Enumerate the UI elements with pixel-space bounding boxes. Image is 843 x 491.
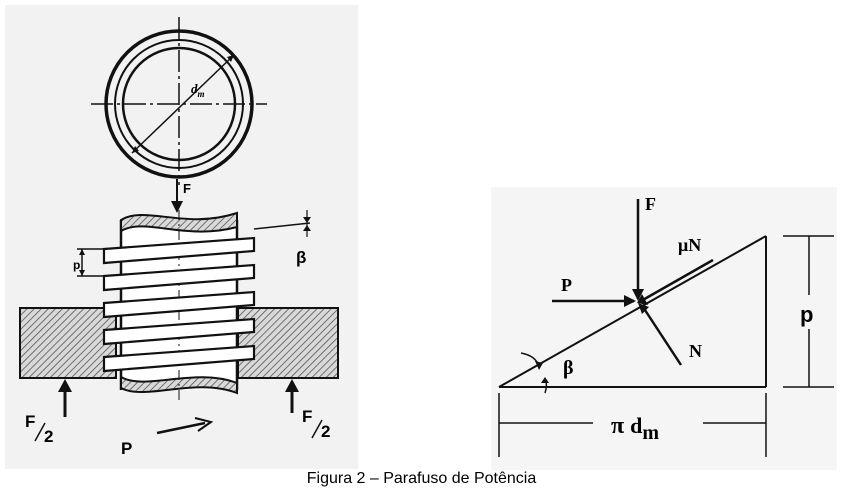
push-force-label: P [121, 439, 132, 458]
dm-label: dm [191, 81, 205, 99]
left-half-force-label: F 2 [25, 412, 53, 446]
force-f-label: F [183, 181, 191, 196]
force-f-arrow [632, 199, 644, 301]
right-half-force-den: 2 [321, 422, 330, 441]
right-half-force-label: F 2 [302, 407, 330, 441]
axial-force-arrow [171, 179, 183, 213]
pitch-dimension [77, 248, 104, 277]
screw-diagram-panel: dm F [5, 5, 358, 469]
incline-f-label: F [645, 194, 656, 214]
incline-p-label: P [561, 275, 572, 295]
screw-diagram: dm F [19, 17, 339, 458]
angle-beta-marker [520, 352, 549, 394]
base-dimension [498, 393, 767, 457]
screw-threads [102, 236, 256, 373]
mu-n-label: μN [678, 235, 701, 255]
right-half-force-num: F [302, 407, 312, 426]
incline-diagram-panel: F μN P N β p [491, 187, 837, 470]
n-label: N [689, 341, 702, 361]
figure-caption: Figura 2 – Parafuso de Potência [306, 470, 537, 487]
force-mu-n-arrow [637, 258, 714, 305]
beta-label: β [296, 248, 306, 267]
force-n-arrow [638, 303, 683, 366]
push-force-arrow [156, 417, 214, 435]
right-reaction-arrow [285, 379, 299, 413]
left-reaction-arrow [58, 379, 72, 417]
top-view-circles [91, 17, 267, 185]
incline-beta-label: β [563, 357, 574, 379]
lead-angle-marker [253, 210, 311, 237]
incline-diagram: F μN P N β p [498, 194, 834, 457]
incline-pitch-label: p [800, 302, 813, 327]
pitch-label: p [73, 258, 80, 272]
left-half-force-den: 2 [44, 427, 53, 446]
incline-triangle [498, 235, 767, 388]
base-plate [19, 307, 339, 379]
force-p-arrow [552, 295, 636, 307]
left-half-force-num: F [25, 412, 35, 431]
incline-pitch-dimension [783, 235, 834, 388]
